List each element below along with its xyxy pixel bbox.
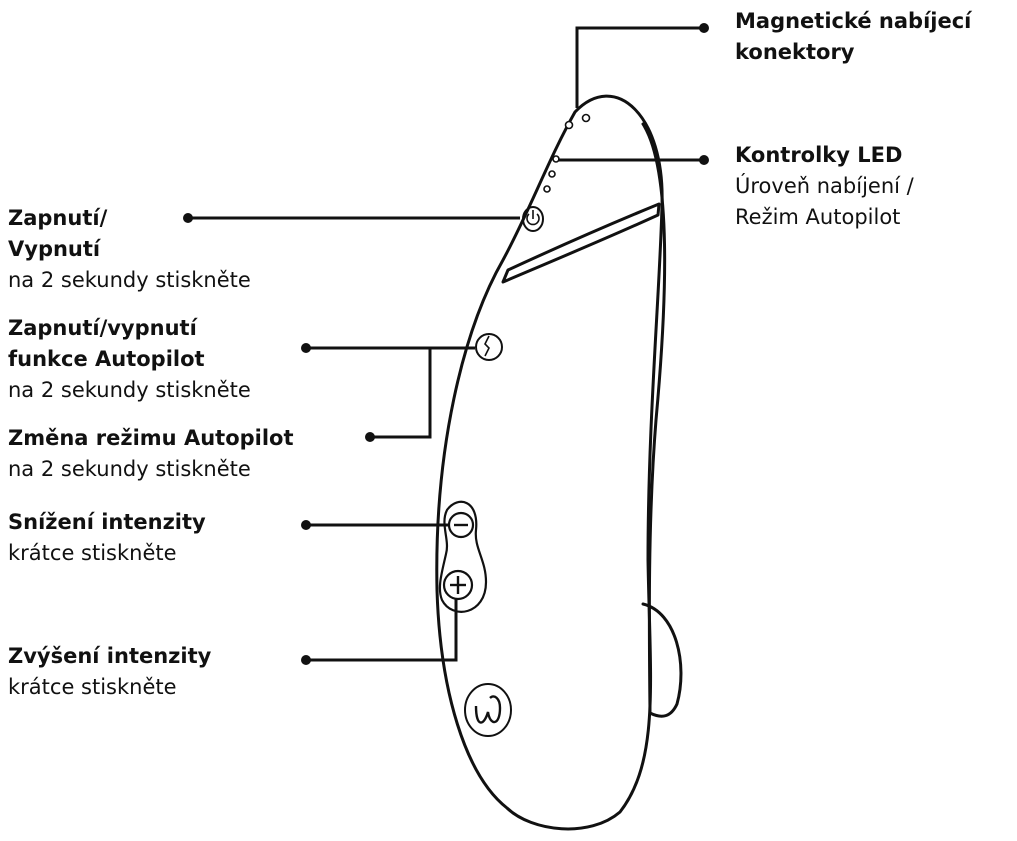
power-button [522,206,544,232]
leader-intensity-up [306,599,458,662]
label-led-sub-2: Režim Autopilot [735,205,901,229]
label-power-title-2: Vypnutí [8,237,101,261]
label-led-sub-1: Úroveň nabíjení / [735,174,914,198]
label-autopilot-toggle-title-2: funkce Autopilot [8,347,205,371]
charging-contact-left [564,120,574,130]
label-autopilot-toggle-sub: na 2 sekundy stiskněte [8,378,251,402]
intensity-buttons [438,500,488,613]
dot-power [183,213,193,223]
label-charging-title-2: konektory [735,40,855,64]
led-indicator-2 [548,170,556,178]
label-intensity-up-sub: krátce stiskněte [8,675,177,699]
label-autopilot-mode: Změna režimu Autopilot na 2 sekundy stis… [8,423,294,485]
dot-intensity-up [301,655,311,665]
label-charging-title-1: Magnetické nabíjecí [735,9,972,33]
back-bump-outline [641,602,683,718]
leader-lines [188,26,704,662]
leader-charging [575,26,704,108]
device-body-outline [435,94,664,831]
label-power-sub: na 2 sekundy stiskněte [8,268,251,292]
label-led-title: Kontrolky LED [735,143,903,167]
label-led-indicators: Kontrolky LED Úroveň nabíjení / Režim Au… [735,140,914,233]
dot-autopilot-mode [365,432,375,442]
led-indicator-3 [543,185,551,193]
autopilot-button [475,333,503,361]
label-intensity-down-sub: krátce stiskněte [8,541,177,565]
brand-logo-icon [464,683,512,737]
dot-autopilot-toggle [301,343,311,353]
label-autopilot-toggle: Zapnutí/vypnutí funkce Autopilot na 2 se… [8,313,251,406]
label-intensity-down: Snížení intenzity krátce stiskněte [8,507,206,569]
label-power: Zapnutí/ Vypnutí na 2 sekundy stiskněte [8,203,251,296]
label-intensity-up: Zvýšení intenzity krátce stiskněte [8,641,211,703]
charging-contact-right [581,113,591,123]
label-autopilot-mode-sub: na 2 sekundy stiskněte [8,457,251,481]
dot-led [699,155,709,165]
label-power-title-1: Zapnutí/ [8,206,108,230]
label-charging-connectors: Magnetické nabíjecí konektory [735,6,971,68]
dot-charging [699,23,709,33]
label-autopilot-mode-title: Změna režimu Autopilot [8,426,294,450]
label-intensity-up-title: Zvýšení intenzity [8,644,212,668]
label-autopilot-toggle-title-1: Zapnutí/vypnutí [8,316,197,340]
leader-autopilot-mode [370,348,432,439]
body-inner-contour [641,122,667,714]
head-band-outline [501,202,661,284]
label-intensity-down-title: Snížení intenzity [8,510,206,534]
dot-intensity-down [301,520,311,530]
